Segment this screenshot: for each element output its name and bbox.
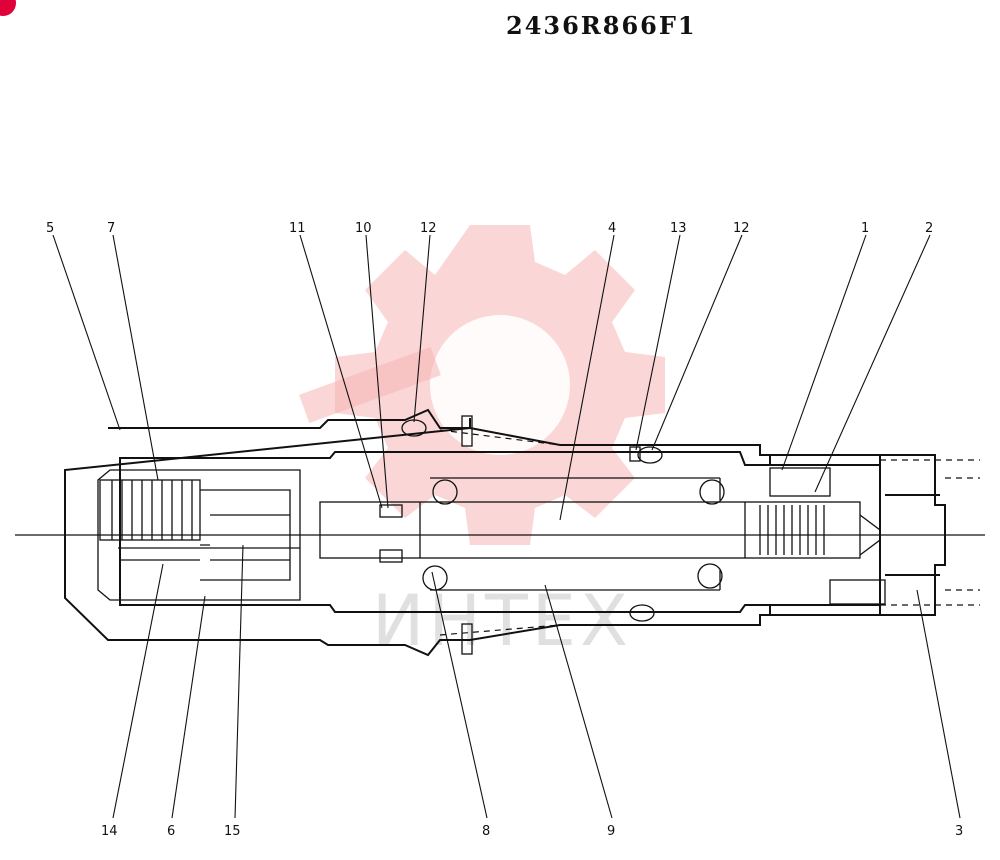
inner-chamber xyxy=(97,469,301,601)
seal-10 xyxy=(379,504,403,518)
callout-15: 15 xyxy=(224,824,241,839)
pin-lower xyxy=(461,623,473,655)
seal-11 xyxy=(379,549,403,563)
callout-4: 4 xyxy=(608,221,616,236)
callout-8: 8 xyxy=(482,824,490,839)
end-cap-1 xyxy=(769,467,831,497)
end-plug xyxy=(769,455,940,616)
backup-ring-13 xyxy=(629,446,641,462)
callout-10: 10 xyxy=(355,221,372,236)
watermark-text: ИНТЕХ xyxy=(372,580,632,662)
callout-12-right: 12 xyxy=(733,221,750,236)
ball-lower-right xyxy=(697,563,723,589)
corner-badge xyxy=(0,0,16,16)
o-ring-12-right xyxy=(637,446,663,464)
part-number-title: 2436R866F1 xyxy=(506,11,697,40)
spool-sleeve xyxy=(430,477,721,591)
ball-upper-right xyxy=(699,479,725,505)
main-spool xyxy=(319,501,881,559)
right-spring xyxy=(759,505,825,555)
callout-5: 5 xyxy=(46,221,54,236)
o-ring-lower xyxy=(629,604,655,622)
callout-12-left: 12 xyxy=(420,221,437,236)
leader-lines xyxy=(52,234,961,819)
callout-11: 11 xyxy=(289,221,306,236)
pin-upper xyxy=(461,415,473,447)
callout-2: 2 xyxy=(925,221,933,236)
callout-9: 9 xyxy=(607,824,615,839)
outer-housing xyxy=(64,408,946,657)
watermark-gear-icon xyxy=(299,225,665,545)
callout-13: 13 xyxy=(670,221,687,236)
dashed-line-upper xyxy=(439,429,561,446)
callout-6: 6 xyxy=(167,824,175,839)
left-spring xyxy=(99,479,201,541)
callout-3: 3 xyxy=(955,824,963,839)
ball-lower-left xyxy=(422,565,448,591)
callout-7: 7 xyxy=(107,221,115,236)
ball-upper-left xyxy=(432,479,458,505)
plunger xyxy=(120,489,291,581)
callout-14: 14 xyxy=(101,824,118,839)
end-cap-3 xyxy=(829,579,886,605)
dashed-line-lower xyxy=(439,624,561,636)
callout-1: 1 xyxy=(861,221,869,236)
